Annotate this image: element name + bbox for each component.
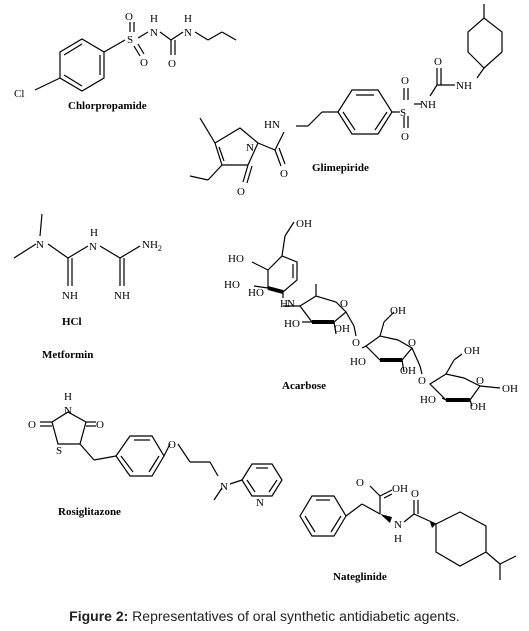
oxygen-atom-label: O [168, 58, 176, 70]
rosiglitazone-structure: O H N O S O N N Rosiglitazone [28, 391, 283, 518]
hydroxyl-label: OH [464, 345, 480, 357]
hydrogen-atom-label: H [64, 391, 72, 403]
oxygen-atom-label: O [280, 168, 288, 180]
nh-label: NH [114, 290, 130, 302]
acarbose-structure: OH HO HO HO H N O HO OH O OH O HO OH O O… [224, 218, 518, 413]
hydroxyl-label: OH [400, 365, 416, 377]
hydroxyl-label: OH [390, 305, 406, 317]
figure-caption-text: Representatives of oral synthetic antidi… [128, 608, 460, 624]
nitrogen-atom-label: N [220, 481, 228, 493]
pyridine-nitrogen-label: N [256, 497, 264, 509]
oxygen-atom-label: O [237, 186, 245, 198]
hydroxyl-label: HO [248, 287, 264, 299]
oxygen-atom-label: O [96, 419, 104, 431]
chlorpropamide-name: Chlorpropamide [68, 100, 147, 112]
nh-label: NH [62, 290, 78, 302]
oxygen-atom-label: O [140, 57, 148, 69]
oxygen-atom-label: O [401, 75, 409, 87]
hydroxyl-label: OH [296, 218, 312, 230]
hydroxyl-label: OH [334, 323, 350, 335]
hydrogen-atom-label: H [90, 227, 98, 239]
oxygen-atom-label: O [125, 11, 133, 23]
figure-caption: Figure 2: Representatives of oral synthe… [0, 604, 529, 628]
hydroxyl-label: HO [284, 318, 300, 330]
chlorpropamide-structure: Cl S O O H N O H N Chlorpropamide [14, 11, 237, 112]
oxygen-atom-label: O [401, 131, 409, 143]
hydrogen-atom-label: H [150, 13, 158, 25]
sulfur-atom-label: S [400, 107, 406, 119]
chemical-structures-figure: Cl S O O H N O H N Chlorpropamide [13, 4, 518, 583]
hydroxyl-label: OH [470, 401, 486, 413]
nitrogen-atom-label: N [246, 142, 254, 154]
nateglinide-structure: O OH N H O Nateglinide [299, 477, 517, 583]
oxygen-atom-label: O [28, 419, 36, 431]
nitrogen-atom-label: N [150, 27, 158, 39]
ring-oxygen-label: O [476, 375, 484, 387]
hydroxyl-label: HO [228, 253, 244, 265]
hydroxyl-label: HO [224, 279, 240, 291]
hydrogen-atom-label: H [184, 13, 192, 25]
glycosidic-oxygen-label: O [418, 375, 426, 387]
hydroxyl-label: HO [350, 356, 366, 368]
oxygen-atom-label: O [356, 477, 364, 489]
hydroxyl-label: OH [392, 483, 408, 495]
nh-label: HN [264, 119, 280, 131]
glimepiride-name: Glimepiride [312, 162, 369, 174]
nitrogen-atom-label: N [36, 239, 44, 251]
glimepiride-structure: HN O N O S O O NH O NH Glimepiride [189, 4, 503, 198]
nh-label: H [280, 298, 288, 310]
hydroxyl-label: OH [502, 383, 518, 395]
glycosidic-oxygen-label: O [352, 337, 360, 349]
metformin-name: Metformin [42, 349, 93, 361]
nitrogen-atom-label: N [287, 298, 295, 310]
figure-caption-label: Figure 2: [69, 608, 129, 624]
nh-label: NH [456, 80, 472, 92]
oxygen-atom-label: O [411, 488, 419, 500]
hydrogen-atom-label: H [394, 533, 402, 545]
oxygen-atom-label: O [434, 56, 442, 68]
nateglinide-name: Nateglinide [333, 571, 387, 583]
nh-label: NH [420, 99, 436, 111]
nh2-label: NH2 [142, 239, 162, 253]
sulfur-atom-label: S [127, 34, 133, 46]
oxygen-atom-label: O [168, 439, 176, 451]
acarbose-name: Acarbose [282, 380, 326, 392]
sulfur-atom-label: S [56, 445, 62, 457]
ring-oxygen-label: O [340, 298, 348, 310]
ring-oxygen-label: O [408, 337, 416, 349]
rosiglitazone-name: Rosiglitazone [58, 506, 121, 518]
nitrogen-atom-label: N [184, 27, 192, 39]
metformin-salt-label: HCl [62, 316, 82, 328]
nitrogen-atom-label: N [89, 241, 97, 253]
metformin-structure: N H N NH2 NH NH HCl Metformin [13, 213, 162, 361]
chlorine-atom-label: Cl [14, 88, 24, 100]
hydroxyl-label: HO [420, 394, 436, 406]
nitrogen-atom-label: N [64, 405, 72, 417]
nitrogen-atom-label: N [394, 519, 402, 531]
